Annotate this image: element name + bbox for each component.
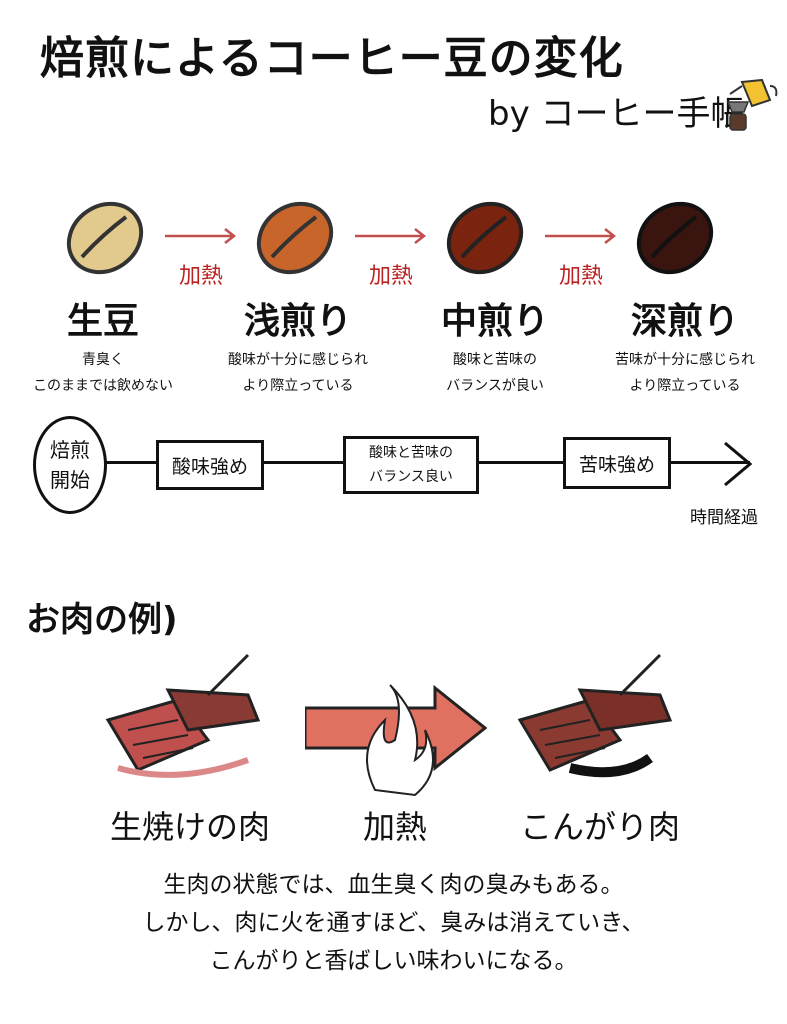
cooked-steak-icon bbox=[517, 653, 673, 778]
box-line: バランス良い bbox=[369, 469, 453, 485]
heat-label: 加熱 bbox=[558, 264, 603, 289]
dark-roast-bean-icon bbox=[636, 201, 714, 275]
stage-label-medium: 中煎り bbox=[440, 301, 549, 342]
stage-label-dark: 深煎り bbox=[630, 301, 739, 342]
meat-section-title: お肉の例) bbox=[26, 600, 178, 640]
timeline-arrowhead-icon bbox=[724, 441, 753, 487]
heat-label: 加熱 bbox=[178, 264, 223, 289]
light-roast-bean-icon bbox=[256, 201, 334, 275]
coffee-kettle-logo-icon bbox=[726, 78, 778, 131]
stage-desc-light: 酸味が十分に感じられより際立っている bbox=[203, 347, 393, 399]
desc-line: より際立っている bbox=[629, 378, 741, 394]
page-title: 焙煎によるコーヒー豆の変化 bbox=[40, 33, 624, 84]
explanation-line: 生肉の状態では、血生臭く肉の臭みもある。 bbox=[163, 872, 624, 898]
stage-desc-medium: 酸味と苦味のバランスが良い bbox=[400, 347, 590, 399]
desc-line: 酸味と苦味の bbox=[453, 352, 537, 368]
stage-label-green: 生豆 bbox=[66, 301, 139, 342]
desc-line: 酸味が十分に感じられ bbox=[228, 352, 368, 368]
green-bean-icon bbox=[66, 201, 144, 275]
desc-line: このままでは飲めない bbox=[33, 378, 173, 394]
time-elapsed-label: 時間経過 bbox=[690, 508, 758, 528]
heat-label: 加熱 bbox=[368, 264, 413, 289]
arrow-right-icon bbox=[545, 228, 617, 244]
cooked-meat-label: こんがり肉 bbox=[519, 808, 680, 846]
byline: by コーヒー手帳 bbox=[488, 94, 745, 134]
timeline-start: 焙煎開始 bbox=[33, 416, 107, 514]
start-line: 開始 bbox=[50, 468, 90, 492]
stage-desc-dark: 苦味が十分に感じられより際立っている bbox=[590, 347, 780, 399]
desc-line: より際立っている bbox=[242, 378, 354, 394]
timeline-box-balanced: 酸味と苦味のバランス良い bbox=[343, 436, 479, 494]
desc-line: 苦味が十分に感じられ bbox=[615, 352, 755, 368]
box-line: 酸味と苦味の bbox=[369, 445, 453, 461]
arrow-right-icon bbox=[355, 228, 427, 244]
meat-heat-label: 加熱 bbox=[362, 808, 427, 846]
explanation-text: 生肉の状態では、血生臭く肉の臭みもある。 しかし、肉に火を通すほど、臭みは消えて… bbox=[0, 866, 787, 980]
stage-label-light: 浅煎り bbox=[243, 301, 352, 342]
explanation-line: こんがりと香ばしい味わいになる。 bbox=[209, 948, 578, 974]
heat-fire-arrow-icon bbox=[305, 684, 488, 797]
desc-line: 青臭く bbox=[82, 352, 124, 368]
timeline-box-acidic: 酸味強め bbox=[156, 440, 264, 490]
explanation-line: しかし、肉に火を通すほど、臭みは消えていき、 bbox=[142, 910, 645, 936]
medium-roast-bean-icon bbox=[446, 201, 524, 275]
raw-steak-icon bbox=[105, 653, 261, 778]
desc-line: バランスが良い bbox=[446, 378, 544, 394]
stage-desc-green: 青臭くこのままでは飲めない bbox=[8, 347, 198, 399]
start-line: 焙煎 bbox=[50, 438, 90, 462]
raw-meat-label: 生焼けの肉 bbox=[109, 808, 270, 846]
timeline-box-bitter: 苦味強め bbox=[563, 437, 671, 489]
arrow-right-icon bbox=[165, 228, 237, 244]
